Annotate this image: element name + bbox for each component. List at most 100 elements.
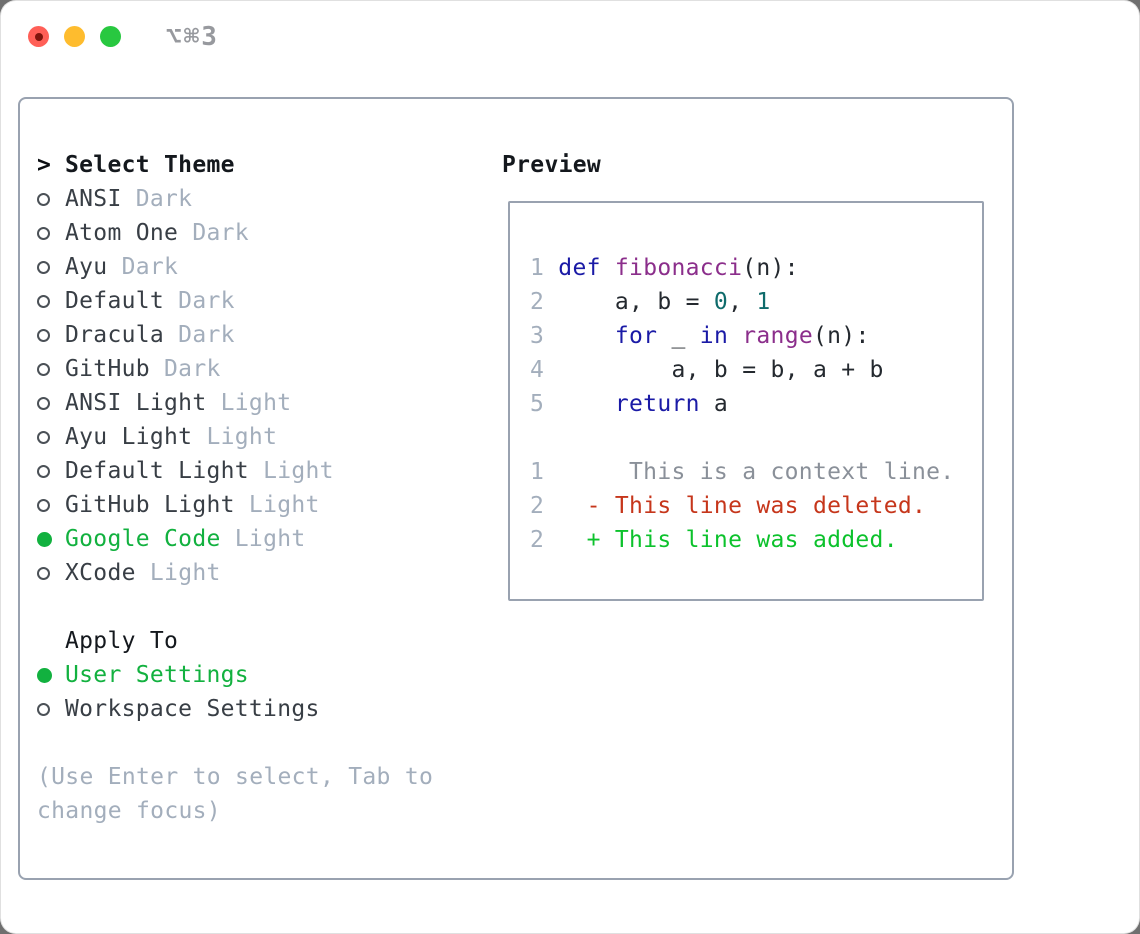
minimize-button[interactable]: [64, 26, 85, 47]
radio-icon: [37, 294, 50, 308]
select-theme-header: > Select Theme: [37, 148, 507, 182]
preview-line: 1 def fibonacci(n):: [530, 251, 982, 285]
code-token-kw: return: [614, 391, 700, 417]
code-token-num: 0: [713, 289, 729, 315]
window-title: ⌥⌘3: [166, 22, 219, 52]
footer-hint-line2: change focus): [37, 798, 221, 824]
radio-icon: [37, 328, 50, 342]
code-token-pl: (n):: [742, 255, 799, 281]
theme-option-ayu-light[interactable]: Ayu Light Light: [37, 420, 507, 454]
radio-icon: [37, 362, 50, 376]
preview-line: 5 return a: [530, 387, 982, 421]
option-label: GitHub Light: [65, 492, 235, 518]
code-token-ln: 1: [530, 459, 545, 485]
option-label: Ayu Light: [65, 424, 193, 450]
option-variant-label: Dark: [121, 186, 193, 212]
code-token-pl: ,: [728, 289, 757, 315]
preview-line: [530, 421, 982, 455]
code-token-del: - This line was deleted.: [586, 493, 927, 519]
unsaved-indicator-icon: [34, 32, 43, 41]
preview-title: Preview: [502, 152, 602, 178]
option-variant-label: Light: [248, 458, 334, 484]
code-token-pl: [601, 255, 615, 281]
code-token-ln: 2: [530, 493, 545, 519]
theme-option-dracula[interactable]: Dracula Dark: [37, 318, 507, 352]
preview-line: 2 - This line was deleted.: [530, 489, 982, 523]
option-label: Workspace Settings: [65, 696, 320, 722]
code-token-pl: _: [657, 323, 700, 349]
theme-option-ansi[interactable]: ANSI Dark: [37, 182, 507, 216]
apply-option-workspace-settings[interactable]: Workspace Settings: [37, 692, 507, 726]
theme-option-atom-one[interactable]: Atom One Dark: [37, 216, 507, 250]
code-token-pl: a, b = b, a + b: [558, 357, 884, 383]
theme-option-default-light[interactable]: Default Light Light: [37, 454, 507, 488]
option-label: Default: [65, 288, 165, 314]
selected-radio-icon: [37, 531, 52, 547]
theme-option-github[interactable]: GitHub Dark: [37, 352, 507, 386]
close-button[interactable]: [28, 26, 49, 47]
option-variant-label: Dark: [178, 220, 249, 246]
theme-option-github-light[interactable]: GitHub Light Light: [37, 488, 507, 522]
option-label: Dracula: [65, 322, 165, 348]
option-variant-label: Dark: [164, 322, 235, 348]
selected-radio-icon: [37, 667, 52, 683]
option-label: GitHub: [65, 356, 150, 382]
code-token-ln: 2: [530, 289, 559, 315]
code-token-ln: 5: [530, 391, 559, 417]
code-token-add: + This line was added.: [586, 527, 898, 553]
preview-line: 3 for _ in range(n):: [530, 319, 982, 353]
theme-option-google-code[interactable]: Google Code Light: [37, 522, 507, 556]
radio-icon: [37, 260, 50, 274]
radio-icon: [37, 702, 50, 716]
option-label: Atom One: [65, 220, 179, 246]
code-token-pl: (n):: [813, 323, 870, 349]
footer-hint-line1: (Use Enter to select, Tab to: [37, 764, 434, 790]
code-token-fn: range: [742, 323, 813, 349]
prompt-icon: >: [37, 152, 52, 178]
code-token-ln: 2: [530, 527, 545, 553]
theme-option-ayu[interactable]: Ayu Dark: [37, 250, 507, 284]
option-variant-label: Dark: [164, 288, 235, 314]
code-token-kw: for: [614, 323, 658, 349]
option-label: ANSI: [65, 186, 122, 212]
code-token-fn: fibonacci: [614, 255, 743, 281]
option-variant-label: Light: [192, 424, 278, 450]
window-titlebar: ⌥⌘3: [0, 0, 1140, 97]
code-token-pl: a: [699, 391, 729, 417]
code-token-kw: def: [558, 255, 601, 281]
apply-to-header: Apply To: [37, 624, 507, 658]
option-variant-label: Dark: [149, 356, 221, 382]
apply-option-user-settings[interactable]: User Settings: [37, 658, 507, 692]
option-label: XCode: [65, 560, 136, 586]
option-label: Google Code: [65, 526, 221, 552]
radio-icon: [37, 192, 50, 206]
zoom-button[interactable]: [100, 26, 121, 47]
radio-icon: [37, 396, 50, 410]
option-variant-label: Light: [135, 560, 221, 586]
select-theme-title: Select Theme: [65, 152, 235, 178]
theme-option-xcode[interactable]: XCode Light: [37, 556, 507, 590]
option-label: User Settings: [65, 662, 249, 688]
code-token-pl: [544, 493, 586, 519]
theme-option-default[interactable]: Default Dark: [37, 284, 507, 318]
preview-line: 2 a, b = 0, 1: [530, 285, 982, 319]
spacer: [37, 590, 507, 624]
code-token-pl: [558, 323, 615, 349]
option-variant-label: Light: [206, 390, 292, 416]
code-token-pl: [728, 323, 742, 349]
code-token-pl: a, b =: [558, 289, 714, 315]
option-label: ANSI Light: [65, 390, 207, 416]
radio-icon: [37, 498, 50, 512]
footer-hint: (Use Enter to select, Tab to change focu…: [37, 760, 507, 828]
radio-icon: [37, 464, 50, 478]
radio-icon: [37, 430, 50, 444]
radio-icon: [37, 226, 50, 240]
apply-to-title: Apply To: [65, 628, 179, 654]
code-token-kw: in: [699, 323, 729, 349]
option-label: Ayu: [65, 254, 108, 280]
radio-icon: [37, 566, 50, 580]
preview-line: 2 + This line was added.: [530, 523, 982, 557]
theme-option-ansi-light[interactable]: ANSI Light Light: [37, 386, 507, 420]
